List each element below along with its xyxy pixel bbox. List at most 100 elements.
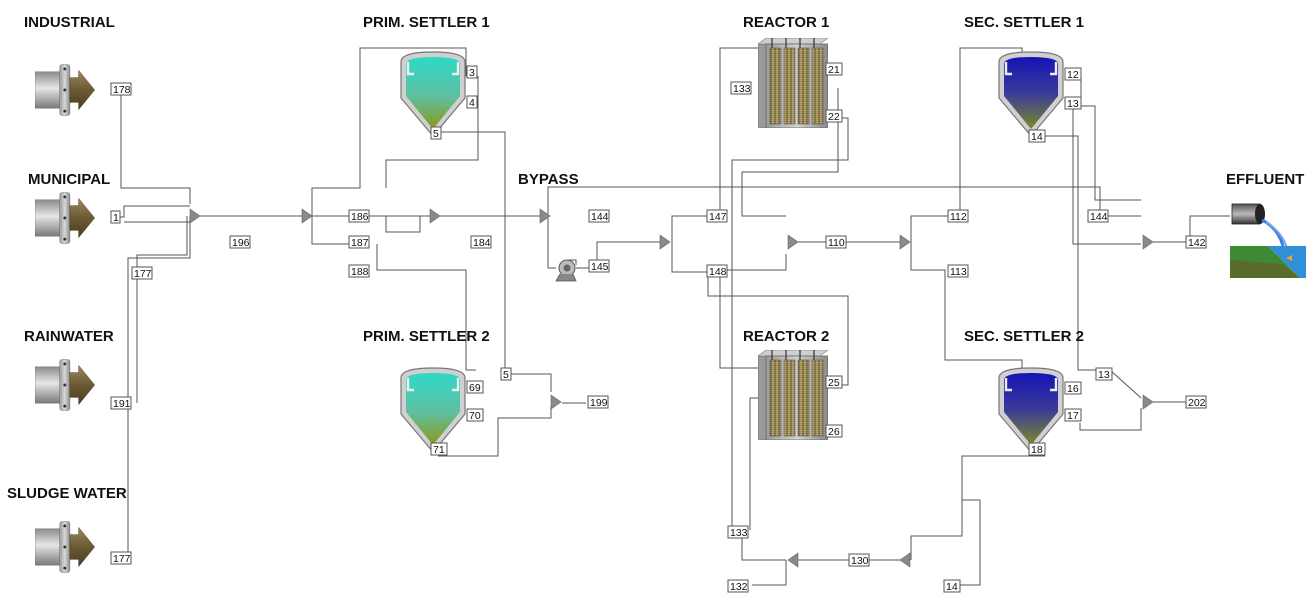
stream-tag[interactable]: 112: [947, 209, 969, 223]
stream-tag-box: [727, 525, 749, 539]
splitter-primary[interactable]: [301, 208, 313, 224]
stream-tag-label: 70: [469, 410, 481, 422]
title-sludge-water: SLUDGE WATER: [7, 485, 127, 502]
stream-tag[interactable]: 132: [727, 579, 749, 593]
secondary-clarifier-icon[interactable]: [997, 366, 1065, 454]
activated-sludge-reactor-icon[interactable]: [758, 38, 828, 128]
primary-clarifier-icon[interactable]: [399, 50, 467, 138]
stream-tag[interactable]: 14: [1028, 129, 1046, 143]
stream-tag[interactable]: 142: [1185, 235, 1207, 249]
mixer-primary[interactable]: [429, 208, 441, 224]
stream-tag-label: 145: [591, 261, 609, 273]
stream-tag[interactable]: 25: [825, 375, 843, 389]
effluent-outfall-icon[interactable]: [1230, 203, 1306, 278]
splitter-recycle[interactable]: [899, 552, 911, 568]
stream-tag[interactable]: 187: [348, 235, 370, 249]
secondary-clarifier-icon[interactable]: [997, 50, 1065, 138]
stream-tag[interactable]: 22: [825, 109, 843, 123]
stream-tag-label: 18: [1031, 444, 1043, 456]
stream-tag-label: 110: [828, 237, 845, 249]
stream-tag[interactable]: 70: [466, 408, 484, 422]
stream-tag-box: [825, 424, 843, 438]
stream-tag[interactable]: 186: [348, 209, 370, 223]
stream-tag-box: [825, 375, 843, 389]
stream-tag[interactable]: 144: [588, 209, 610, 223]
mixer-reactors[interactable]: [787, 234, 799, 250]
title-effluent: EFFLUENT: [1226, 171, 1304, 188]
stream-tag[interactable]: 69: [466, 380, 484, 394]
primary-clarifier-icon[interactable]: [399, 366, 467, 454]
stream-tag[interactable]: 5: [430, 126, 442, 140]
mixer-recycle[interactable]: [787, 552, 799, 568]
mixer-primary-sludge[interactable]: [550, 394, 562, 410]
stream-tag[interactable]: 178: [110, 82, 132, 96]
stream-tag[interactable]: 177: [110, 551, 132, 565]
stream-tag-box: [947, 209, 969, 223]
stream-tag-label: 21: [828, 64, 840, 76]
stream-tag[interactable]: 13: [1064, 96, 1082, 110]
mixer-waste[interactable]: [1142, 394, 1154, 410]
stream-tag-box: [430, 442, 448, 456]
stream-tag[interactable]: 14: [943, 579, 961, 593]
stream-tag[interactable]: 3: [466, 65, 478, 79]
stream-tag[interactable]: 191: [110, 396, 132, 410]
title-reactor-2: REACTOR 2: [743, 328, 829, 345]
influent-sludge-water[interactable]: [35, 521, 96, 573]
stream-tag[interactable]: 18: [1028, 442, 1046, 456]
stream-tag[interactable]: 196: [229, 235, 251, 249]
splitter-secondary[interactable]: [899, 234, 911, 250]
splitter-reactors[interactable]: [659, 234, 671, 250]
stream-tag[interactable]: 26: [825, 424, 843, 438]
stream-tag[interactable]: 202: [1185, 395, 1207, 409]
stream-tag[interactable]: 113: [947, 264, 969, 278]
stream-tag[interactable]: 133: [727, 525, 749, 539]
influent-rainwater[interactable]: [35, 359, 96, 411]
stream-tag[interactable]: 147: [706, 209, 728, 223]
stream-tag[interactable]: 21: [825, 62, 843, 76]
stream-tag[interactable]: 188: [348, 264, 370, 278]
stream-tag-label: 184: [473, 237, 491, 249]
stream-tag-box: [110, 82, 132, 96]
stream-tag-box: [430, 126, 442, 140]
stream-tag[interactable]: 145: [588, 259, 610, 273]
influent-pipe-icon: [35, 64, 96, 116]
influent-municipal[interactable]: [35, 192, 96, 244]
pump-icon[interactable]: [555, 259, 577, 282]
stream-tag[interactable]: 71: [430, 442, 448, 456]
stream-tag[interactable]: 177: [131, 266, 153, 280]
stream-tag-label: 187: [351, 237, 369, 249]
stream-tag-label: 13: [1067, 98, 1079, 110]
stream-tag-box: [587, 395, 609, 409]
stream-tag[interactable]: 184: [470, 235, 492, 249]
mixer-effluent[interactable]: [1142, 234, 1154, 250]
mixer-influent[interactable]: [189, 208, 201, 224]
stream-tag[interactable]: 130: [848, 553, 870, 567]
splitter-bypass[interactable]: [539, 208, 551, 224]
stream-tag-label: 144: [1090, 211, 1108, 223]
influent-industrial[interactable]: [35, 64, 96, 116]
stream-tag-box: [466, 380, 484, 394]
stream-tag[interactable]: 5: [500, 367, 512, 381]
stream-tag[interactable]: 13: [1095, 367, 1113, 381]
stream-tag[interactable]: 16: [1064, 381, 1082, 395]
stream-tag[interactable]: 199: [587, 395, 609, 409]
stream-tag[interactable]: 12: [1064, 67, 1082, 81]
stream-tag[interactable]: 17: [1064, 408, 1082, 422]
stream-tag[interactable]: 133: [730, 81, 752, 95]
stream-tag-box: [470, 235, 492, 249]
stream-tag-label: 148: [709, 266, 727, 278]
stream-tag-box: [110, 210, 121, 224]
stream-tag-label: 17: [1067, 410, 1079, 422]
stream-tag-box: [348, 264, 370, 278]
stream-tag[interactable]: 110: [825, 235, 847, 249]
stream-tag[interactable]: 4: [466, 95, 478, 109]
stream-tag-box: [848, 553, 870, 567]
stream-tag[interactable]: 1: [110, 210, 121, 224]
stream-tag[interactable]: 144: [1087, 209, 1109, 223]
stream-tag[interactable]: 148: [706, 264, 728, 278]
title-sec-settler-1: SEC. SETTLER 1: [964, 14, 1084, 31]
stream-tag-box: [588, 259, 610, 273]
activated-sludge-reactor-icon[interactable]: [758, 350, 828, 440]
stream-tag-box: [706, 209, 728, 223]
